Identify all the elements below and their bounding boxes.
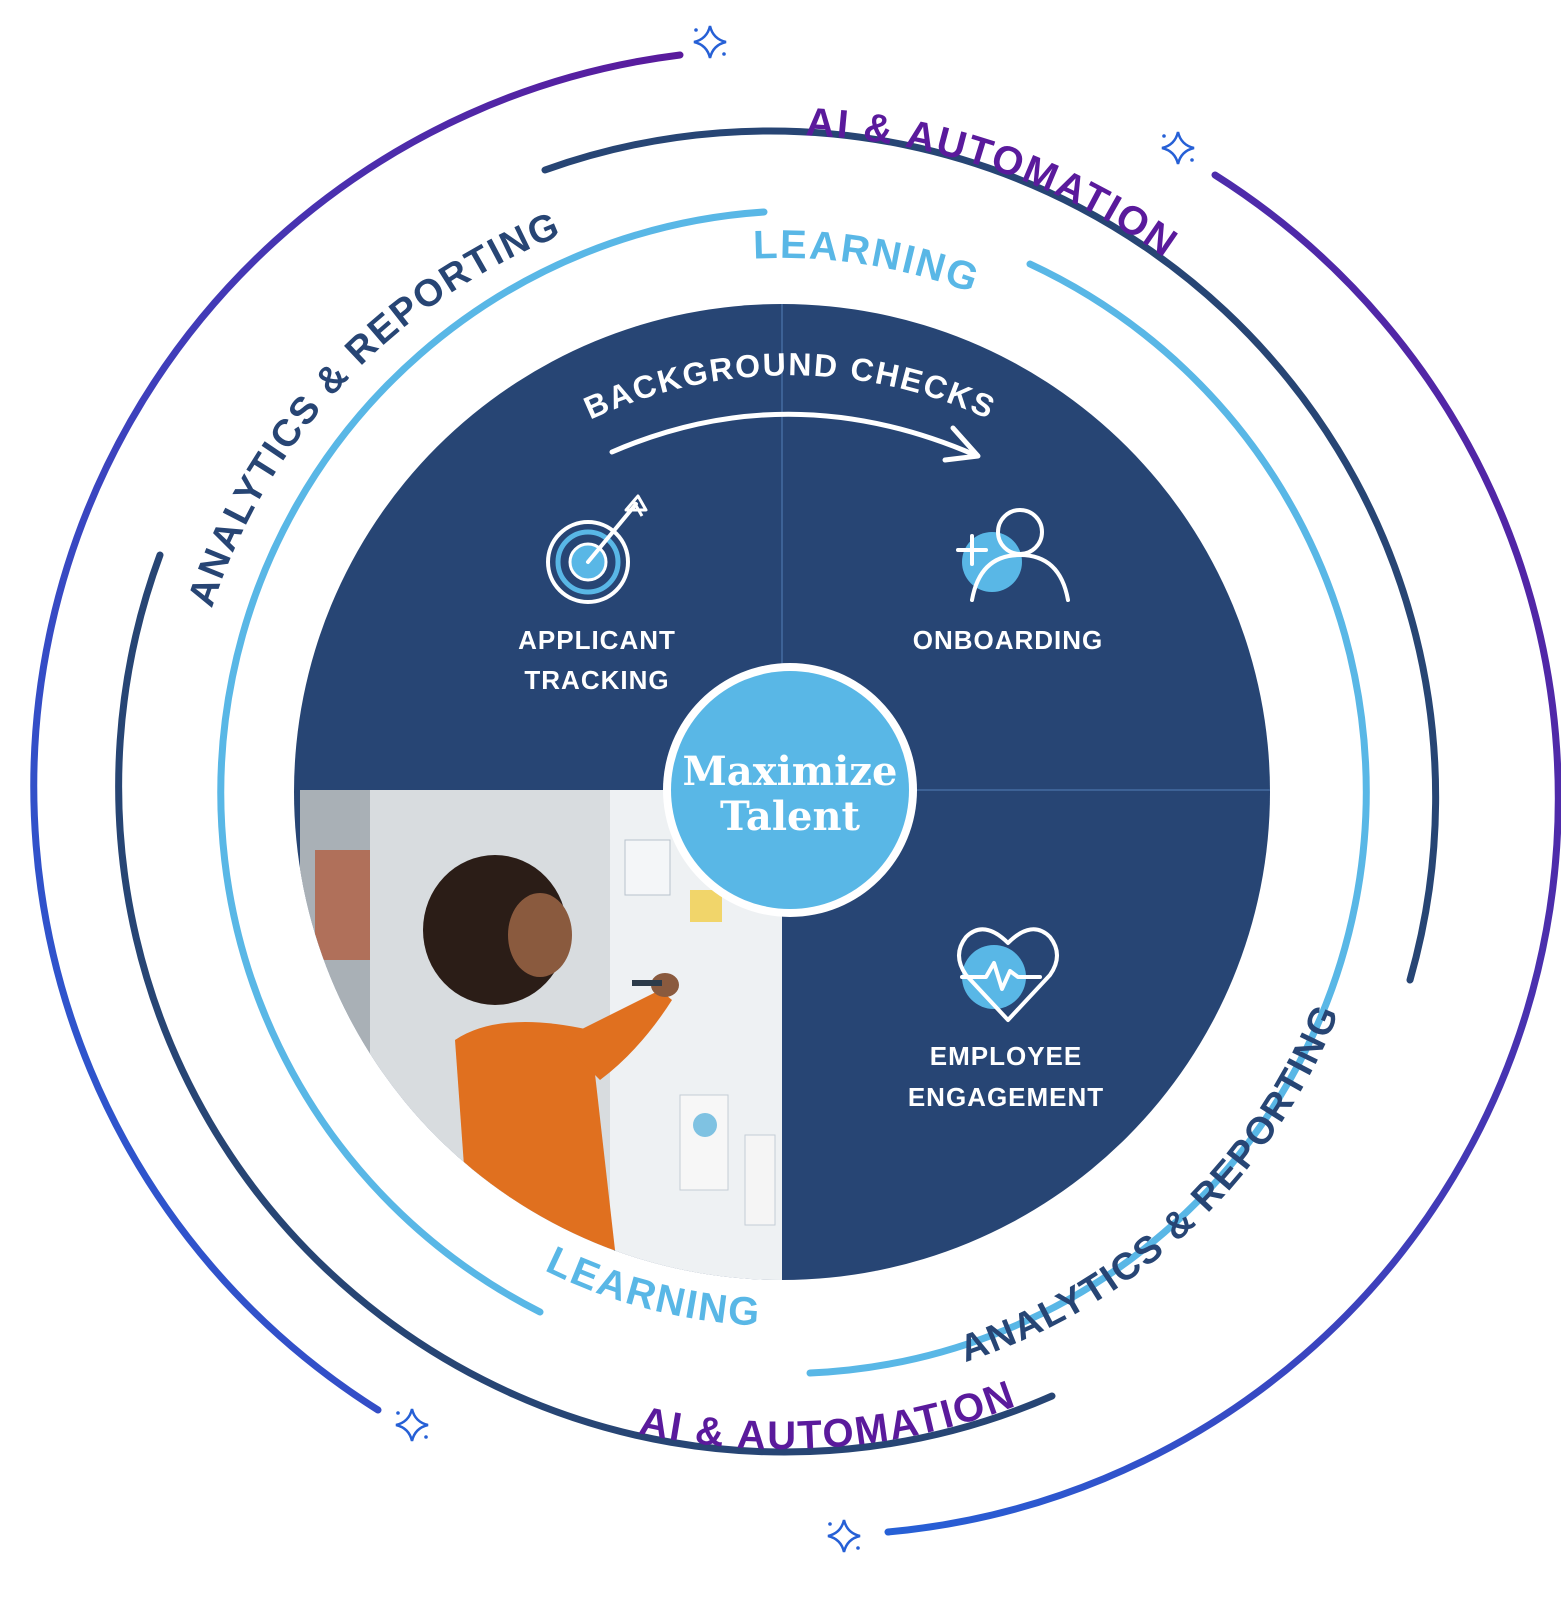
employee-engagement-line1: EMPLOYEE	[930, 1041, 1082, 1071]
add-person-icon	[956, 508, 1070, 602]
middle-ring-analytics	[115, 127, 1440, 1456]
center-title-line2: Talent	[720, 793, 861, 840]
learning-label-top: LEARNING	[752, 223, 985, 302]
center-title-line1: Maximize	[683, 748, 898, 795]
onboarding-label: ONBOARDING	[913, 625, 1104, 655]
background-checks-arrow	[609, 411, 978, 458]
inner-ring-learning	[217, 208, 1370, 1377]
outer-ring-ai-automation	[30, 51, 1561, 1536]
employee-engagement-line2: ENGAGEMENT	[908, 1082, 1104, 1112]
sparkle-icon	[395, 1408, 429, 1442]
sparkle-icon	[827, 1519, 861, 1553]
ai-automation-label-bottom: AI & AUTOMATION	[632, 1360, 1024, 1477]
sparkle-icon	[693, 25, 727, 59]
heart-pulse-icon	[957, 927, 1059, 1022]
applicant-tracking-line1: APPLICANT	[518, 625, 676, 655]
center-badge: Maximize Talent	[663, 663, 917, 917]
applicant-tracking-line2: TRACKING	[524, 665, 669, 695]
arrow-head-icon	[942, 425, 981, 463]
target-arrow-icon	[546, 494, 648, 604]
sparkle-icon	[1161, 131, 1195, 165]
